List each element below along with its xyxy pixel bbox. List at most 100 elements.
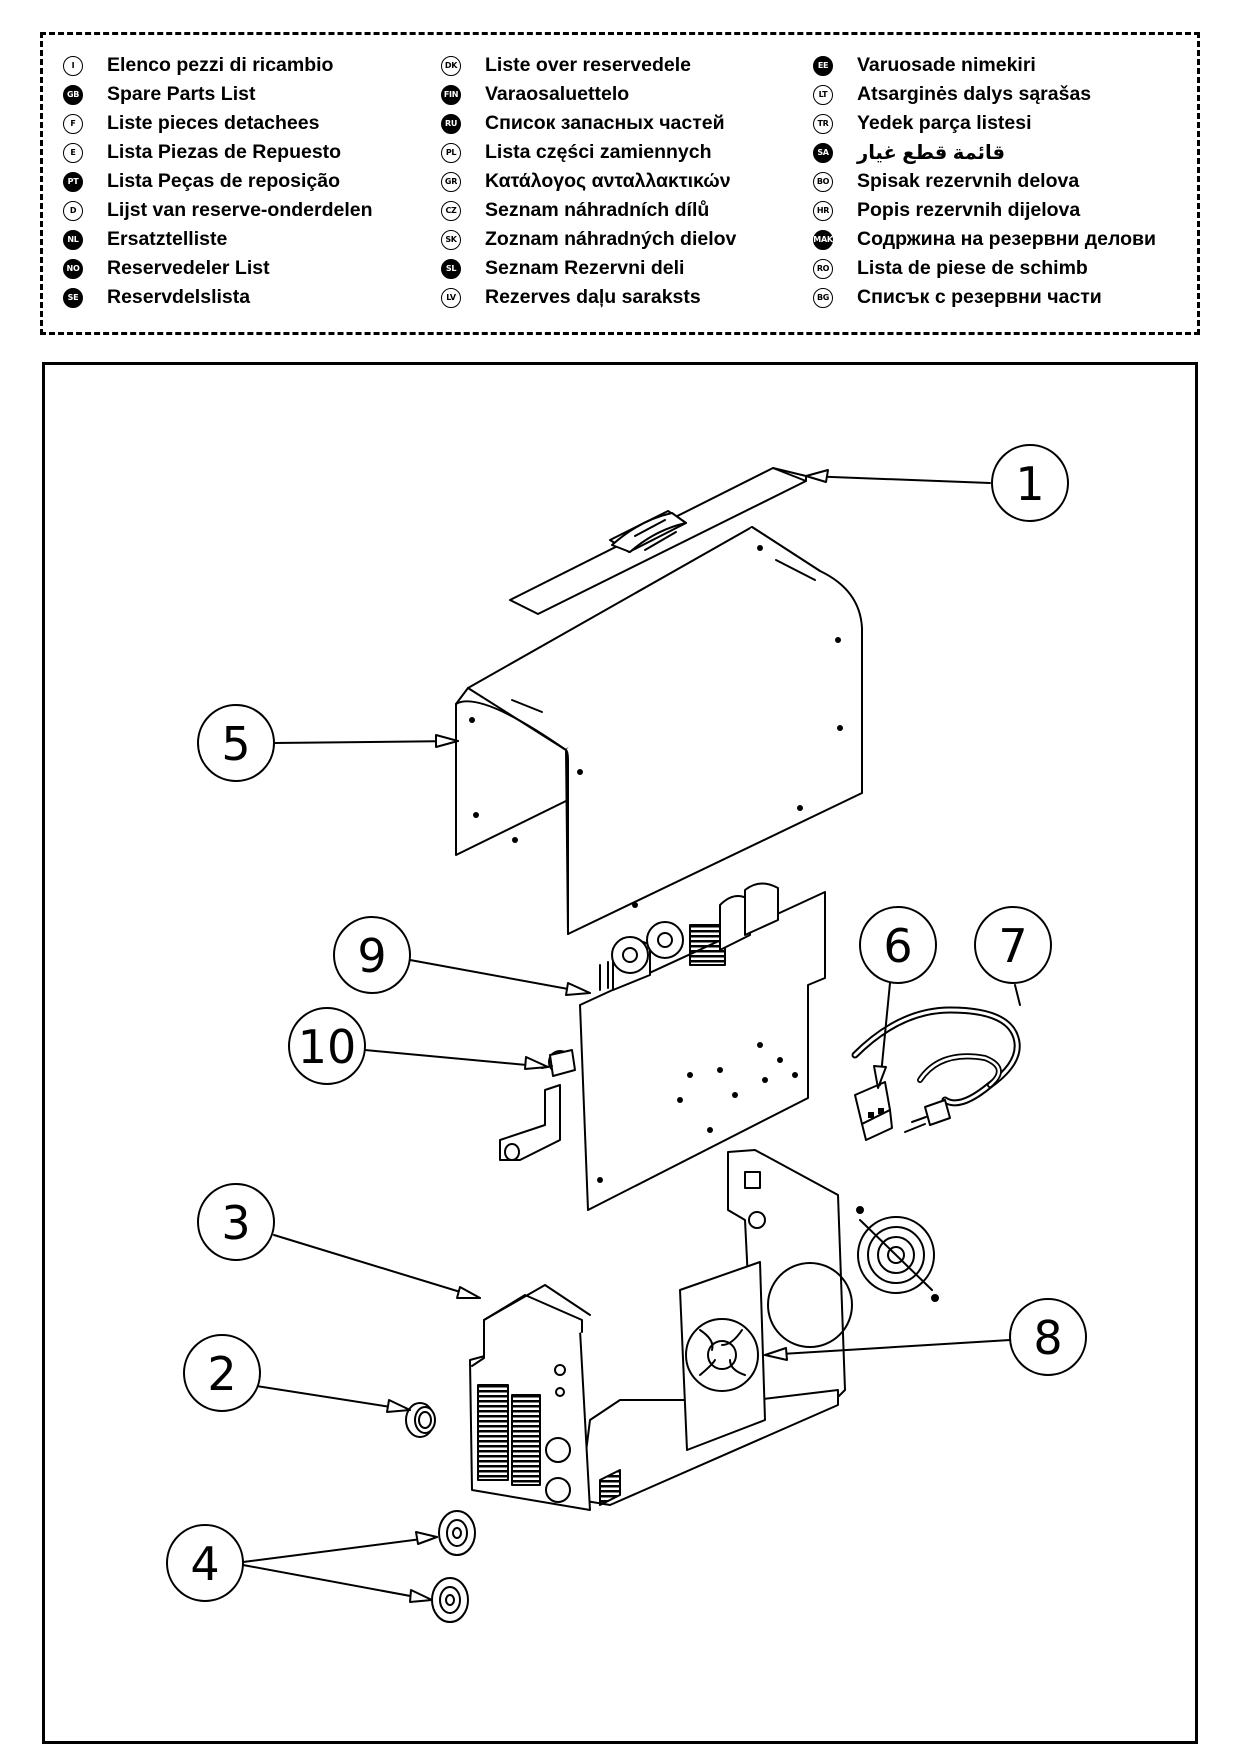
callout-8: 8 — [1009, 1298, 1087, 1376]
legend-item-label: Список запасных частей — [485, 112, 725, 134]
language-code-badge: CZ — [441, 200, 461, 221]
legend-item: CZ Seznam náhradních dílů — [441, 196, 736, 225]
legend-item-label: Lista Piezas de Repuesto — [107, 141, 342, 163]
legend-item-label: Spare Parts List — [107, 83, 256, 105]
language-code-badge: SA — [813, 142, 833, 163]
language-code-badge: HR — [813, 200, 833, 221]
callout-number: 10 — [298, 1020, 357, 1074]
legend-item: E Lista Piezas de Repuesto — [63, 138, 373, 167]
legend-item: DK Liste over reservedele — [441, 51, 736, 80]
language-code-badge: NO — [63, 258, 83, 279]
callout-5: 5 — [197, 704, 275, 782]
callout-7: 7 — [974, 906, 1052, 984]
output-socket-part — [431, 1510, 476, 1623]
language-code-badge: GR — [441, 171, 461, 192]
language-code-badge: RO — [813, 258, 833, 279]
callout-3: 3 — [197, 1183, 275, 1261]
callout-number: 5 — [221, 717, 250, 771]
legend-item-label: Seznam náhradních dílů — [485, 199, 710, 221]
leader-lines — [242, 469, 1021, 1603]
legend-item-label: قائمة قطع غيار — [857, 141, 1006, 164]
language-code-badge: GB — [63, 84, 83, 105]
legend-item-label: Yedek parça listesi — [857, 112, 1032, 134]
legend-item: D Lijst van reserve-onderdelen — [63, 196, 373, 225]
legend-item: BG Списък с резервни части — [813, 283, 1156, 312]
legend-item-label: Ersatztelliste — [107, 228, 228, 250]
callout-number: 6 — [883, 919, 912, 973]
callout-10: 10 — [288, 1007, 366, 1085]
language-code-badge: I — [63, 55, 83, 76]
legend-item-label: Liste pieces detachees — [107, 112, 320, 134]
legend-item: SA قائمة قطع غيار — [813, 138, 1156, 167]
legend-item: NL Ersatztelliste — [63, 225, 373, 254]
callout-4: 4 — [166, 1524, 244, 1602]
power-switch-part — [854, 1081, 893, 1141]
language-code-badge: PL — [441, 142, 461, 163]
legend-item-label: Seznam Rezervni deli — [485, 257, 685, 279]
language-code-badge: EE — [813, 55, 833, 76]
legend-item-label: Liste over reservedele — [485, 54, 691, 76]
legend-item: SL Seznam Rezervni deli — [441, 254, 736, 283]
legend-item: GB Spare Parts List — [63, 80, 373, 109]
callout-1: 1 — [991, 444, 1069, 522]
callout-number: 8 — [1033, 1311, 1062, 1365]
language-code-badge: DK — [441, 55, 461, 76]
language-code-badge: SK — [441, 229, 461, 250]
language-code-badge: MAK — [813, 229, 833, 250]
language-code-badge: BG — [813, 287, 833, 308]
legend-item-label: Lijst van reserve-onderdelen — [107, 199, 373, 221]
legend-item-label: Varaosaluettelo — [485, 83, 630, 105]
callout-number: 9 — [357, 929, 386, 983]
legend-item-label: Rezerves daļu saraksts — [485, 286, 701, 308]
language-code-badge: RU — [441, 113, 461, 134]
circuit-board-part — [579, 882, 826, 1211]
language-code-badge: LT — [813, 84, 833, 105]
legend-item-label: Zoznam náhradných dielov — [485, 228, 737, 250]
legend-item: GR Κατάλογος ανταλλακτικών — [441, 167, 736, 196]
legend-item-label: Списък с резервни части — [857, 286, 1102, 308]
legend-item-label: Spisak rezervnih delova — [857, 170, 1080, 192]
language-code-badge: TR — [813, 113, 833, 134]
callout-number: 3 — [221, 1196, 250, 1250]
connector-bracket-part — [499, 1049, 576, 1161]
language-code-badge: D — [63, 200, 83, 221]
language-code-badge: F — [63, 113, 83, 134]
callout-number: 2 — [207, 1347, 236, 1401]
legend-item-label: Lista części zamiennych — [485, 141, 712, 163]
callout-9: 9 — [333, 916, 411, 994]
legend-item-label: Popis rezervnih dijelova — [857, 199, 1081, 221]
language-code-badge: E — [63, 142, 83, 163]
callout-number: 7 — [998, 919, 1027, 973]
carrying-strap-part — [509, 467, 807, 615]
legend-item-label: Κατάλογος ανταλλακτικών — [485, 170, 731, 192]
language-code-badge: BO — [813, 171, 833, 192]
language-code-badge: SE — [63, 287, 83, 308]
legend-item-label: Reservedeler List — [107, 257, 270, 279]
legend-item: BO Spisak rezervnih delova — [813, 167, 1156, 196]
legend-item-label: Lista Peças de reposição — [107, 170, 341, 192]
legend-item: PL Lista części zamiennych — [441, 138, 736, 167]
callout-number: 1 — [1015, 457, 1044, 511]
knob-part — [405, 1402, 436, 1438]
language-code-badge: SL — [441, 258, 461, 279]
legend-item: LV Rezerves daļu saraksts — [441, 283, 736, 312]
legend-item: HR Popis rezervnih dijelova — [813, 196, 1156, 225]
legend-item: NO Reservedeler List — [63, 254, 373, 283]
language-code-badge: LV — [441, 287, 461, 308]
language-code-badge: NL — [63, 229, 83, 250]
legend-item-label: Atsarginės dalys sąrašas — [857, 83, 1092, 105]
legend-item: PT Lista Peças de reposição — [63, 167, 373, 196]
legend-item: RU Список запасных частей — [441, 109, 736, 138]
language-code-badge: PT — [63, 171, 83, 192]
legend-item: TR Yedek parça listesi — [813, 109, 1156, 138]
callout-number: 4 — [190, 1537, 219, 1591]
exploded-view-frame — [42, 362, 1198, 1744]
legend-item: F Liste pieces detachees — [63, 109, 373, 138]
